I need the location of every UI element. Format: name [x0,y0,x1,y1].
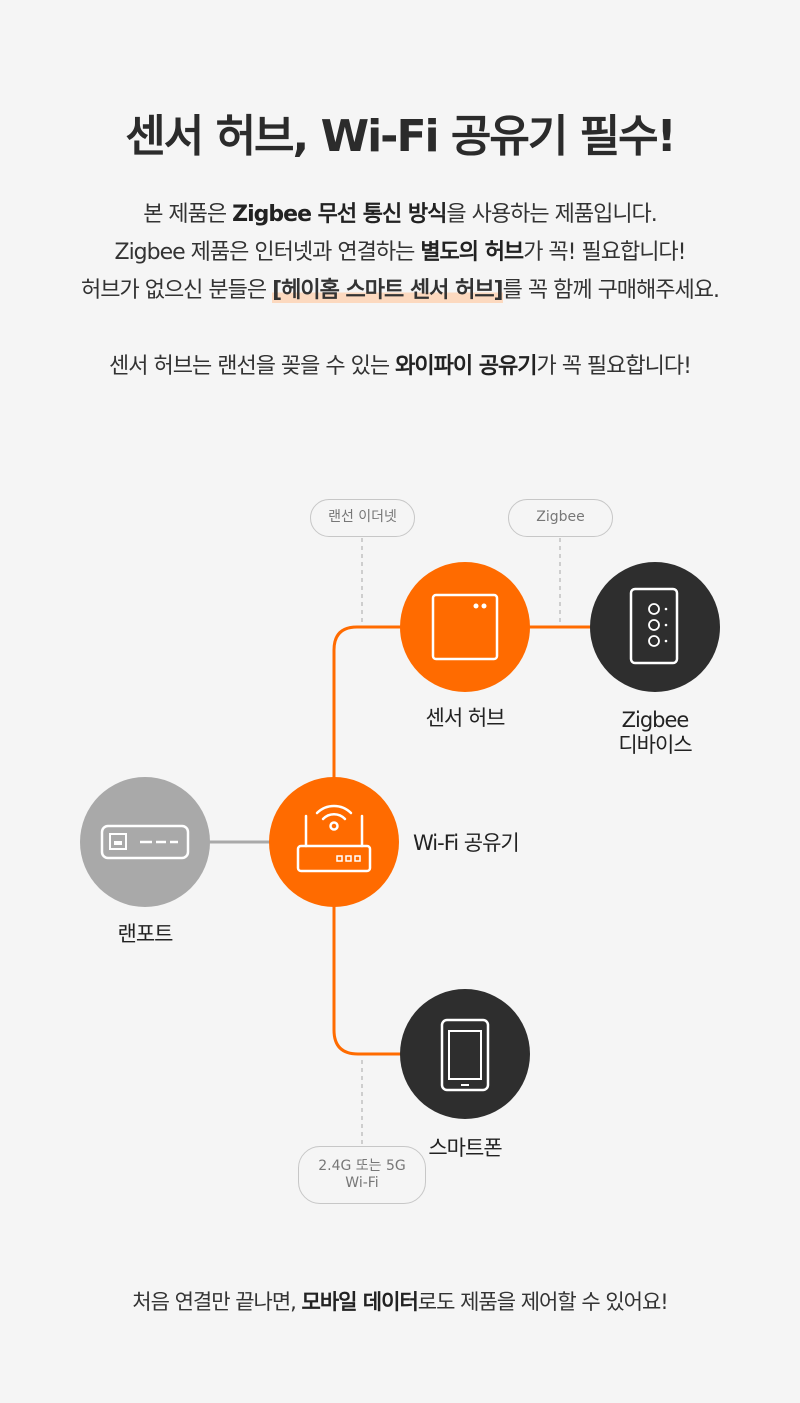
wifi-router-label: Wi-Fi 공유기 [413,831,520,855]
zigbee-tag: Zigbee [508,499,613,537]
intro-line-2: Zigbee 제품은 인터넷과 연결하는 별도의 허브가 꼭! 필요합니다! [114,240,687,265]
intro-line-1: 본 제품은 Zigbee 무선 통신 방식을 사용하는 제품입니다. [143,202,658,227]
lan-port-icon [100,824,190,860]
intro-line-4: 센서 허브는 랜선을 꽂을 수 있는 와이파이 공유기가 꼭 필요합니다! [109,354,692,379]
lan-port-label: 랜포트 [117,922,174,946]
wifi-router-node [269,777,399,907]
ethernet-tag: 랜선 이더넷 [310,499,415,537]
wifi-band-tag: 2.4G 또는 5G Wi-Fi [298,1146,426,1204]
router-phone-link [332,890,430,1056]
hub-icon [431,593,499,661]
smartphone-label: 스마트폰 [428,1136,502,1160]
smartphone-node [400,989,530,1119]
intro-text: 본 제품은 Zigbee 무선 통신 방식을 사용하는 제품입니다. Zigbe… [0,196,800,386]
switch-icon [629,587,679,665]
zigbee-device-label: Zigbee 디바이스 [618,708,692,757]
emphasis-mobile-data: 모바일 데이터 [301,1290,419,1314]
sensor-hub-node [400,562,530,692]
emphasis-router: 와이파이 공유기 [395,354,537,379]
smartphone-icon [440,1018,490,1092]
lan-port-node [80,777,210,907]
footer-note: 처음 연결만 끝나면, 모바일 데이터로도 제품을 제어할 수 있어요! [132,1290,668,1314]
page-title: 센서 허브, Wi-Fi 공유기 필수! [125,111,676,162]
router-icon [296,804,372,873]
intro-line-3: 허브가 없으신 분들은 [헤이홈 스마트 센서 허브]를 꼭 함께 구매해주세요… [80,278,720,303]
router-hub-link [332,625,430,780]
emphasis-hub: 별도의 허브 [420,240,524,265]
highlight-product-name: [헤이홈 스마트 센서 허브] [272,278,504,303]
sensor-hub-label: 센서 허브 [425,706,506,730]
emphasis-zigbee: Zigbee 무선 통신 방식 [232,202,447,227]
router-leds [336,855,361,862]
zigbee-device-node [590,562,720,692]
